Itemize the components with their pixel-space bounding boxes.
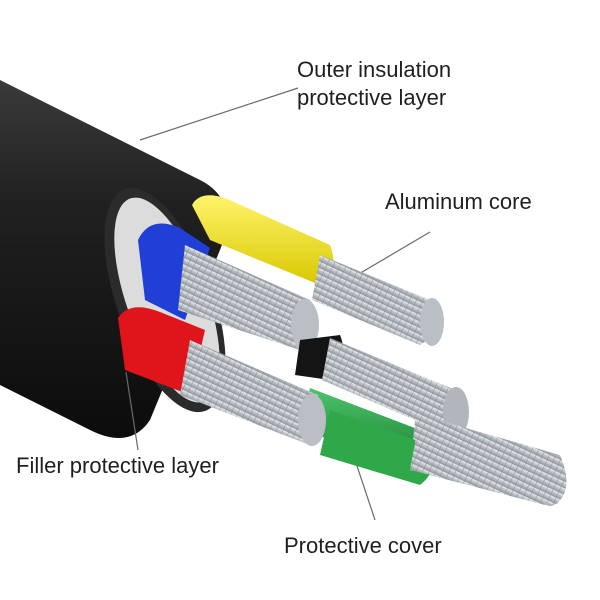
leader-outer	[139, 87, 299, 141]
leader-lines	[125, 87, 431, 521]
label-aluminum-core: Aluminum core	[385, 188, 532, 216]
leader-core	[351, 231, 431, 279]
yellow-core	[192, 195, 444, 346]
label-protective-cover: Protective cover	[284, 532, 442, 560]
blue-core	[138, 223, 319, 351]
label-cover-text: Protective cover	[284, 533, 442, 558]
label-aluminum-core-text: Aluminum core	[385, 189, 532, 214]
leader-filler	[125, 371, 139, 451]
label-filler-text: Filler protective layer	[16, 453, 219, 478]
label-filler-layer: Filler protective layer	[16, 452, 219, 480]
red-core	[118, 307, 326, 446]
label-outer-line2: protective layer	[297, 85, 447, 110]
label-outer-insulation: Outer insulation protective layer	[297, 56, 451, 112]
front-conductor	[320, 410, 567, 505]
label-outer-line1: Outer insulation	[297, 57, 452, 82]
